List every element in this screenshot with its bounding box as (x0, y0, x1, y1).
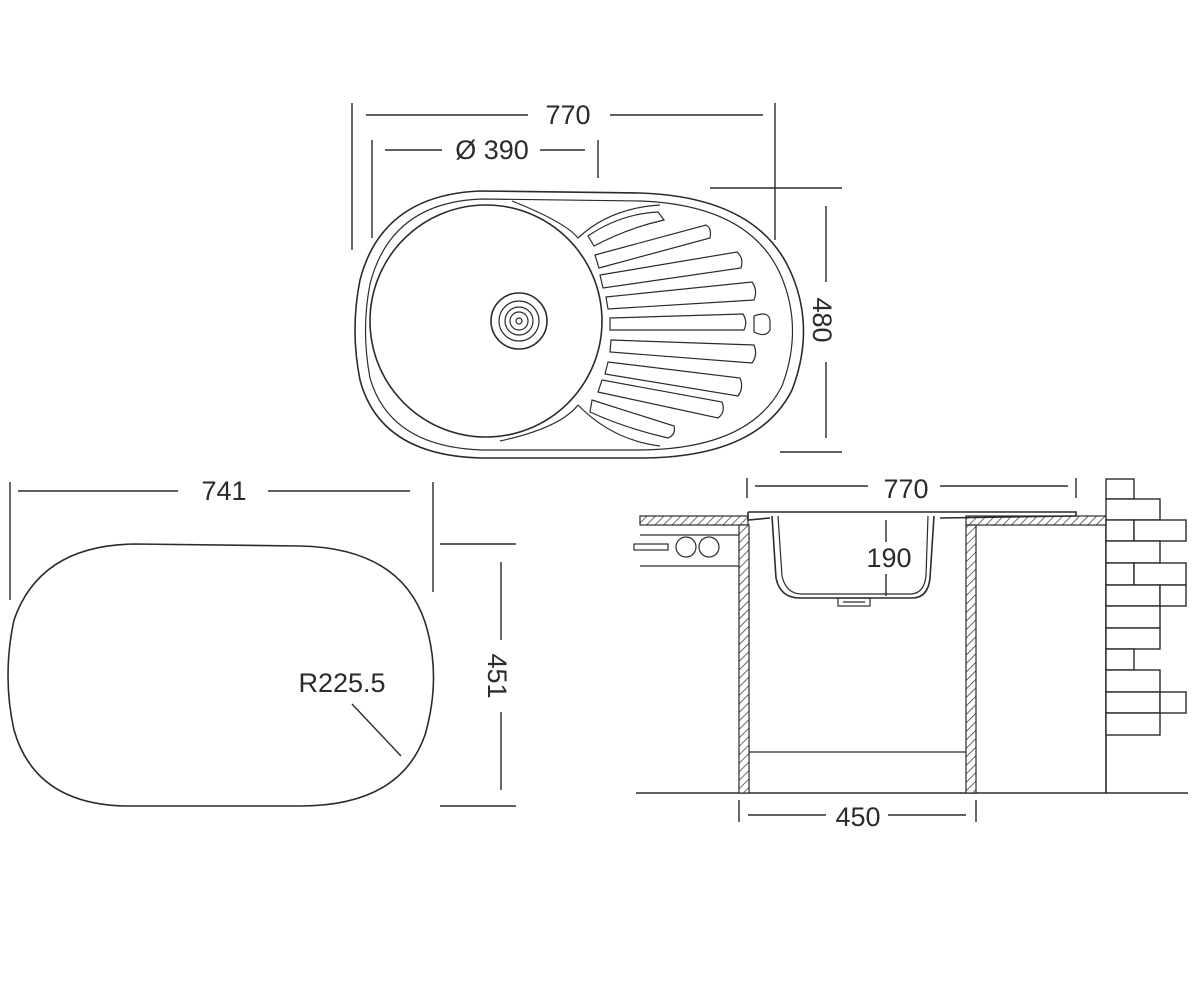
cabinet-wall-right (965, 524, 977, 794)
dimension-corner-radius: R225.5 (298, 668, 385, 698)
top-view: 770 Ø 390 480 (351, 100, 842, 459)
sink-section-rim (747, 511, 1077, 521)
sink-bowl (369, 204, 603, 438)
dimension-bowl-diameter: Ø 390 (455, 135, 529, 165)
dimension-cabinet-width: 450 (835, 802, 880, 832)
sink-inner-rim (364, 198, 794, 451)
cabinet-wall-left (738, 524, 750, 794)
drainboard-grooves (587, 211, 771, 439)
sink-outer-rim (354, 190, 805, 459)
drain-strainer-icon (490, 292, 548, 350)
drain-outlet-icon (837, 597, 871, 607)
dimension-cutout-width: 741 (201, 476, 246, 506)
dimension-section-width: 770 (883, 474, 928, 504)
brick-wall (1105, 478, 1187, 736)
cutout-view: 741 451 R225.5 (7, 476, 516, 807)
drainboard-outline (499, 200, 661, 447)
countertop-left (639, 515, 749, 526)
dimension-cutout-depth: 451 (482, 653, 512, 698)
dimension-bowl-depth: 190 (866, 543, 911, 573)
section-view: 770 190 450 (633, 474, 1188, 832)
cutout-outline (7, 543, 435, 807)
side-panel-fitting-icon (633, 534, 739, 567)
dimension-overall-width: 770 (545, 100, 590, 130)
dimension-overall-depth: 480 (807, 297, 837, 342)
